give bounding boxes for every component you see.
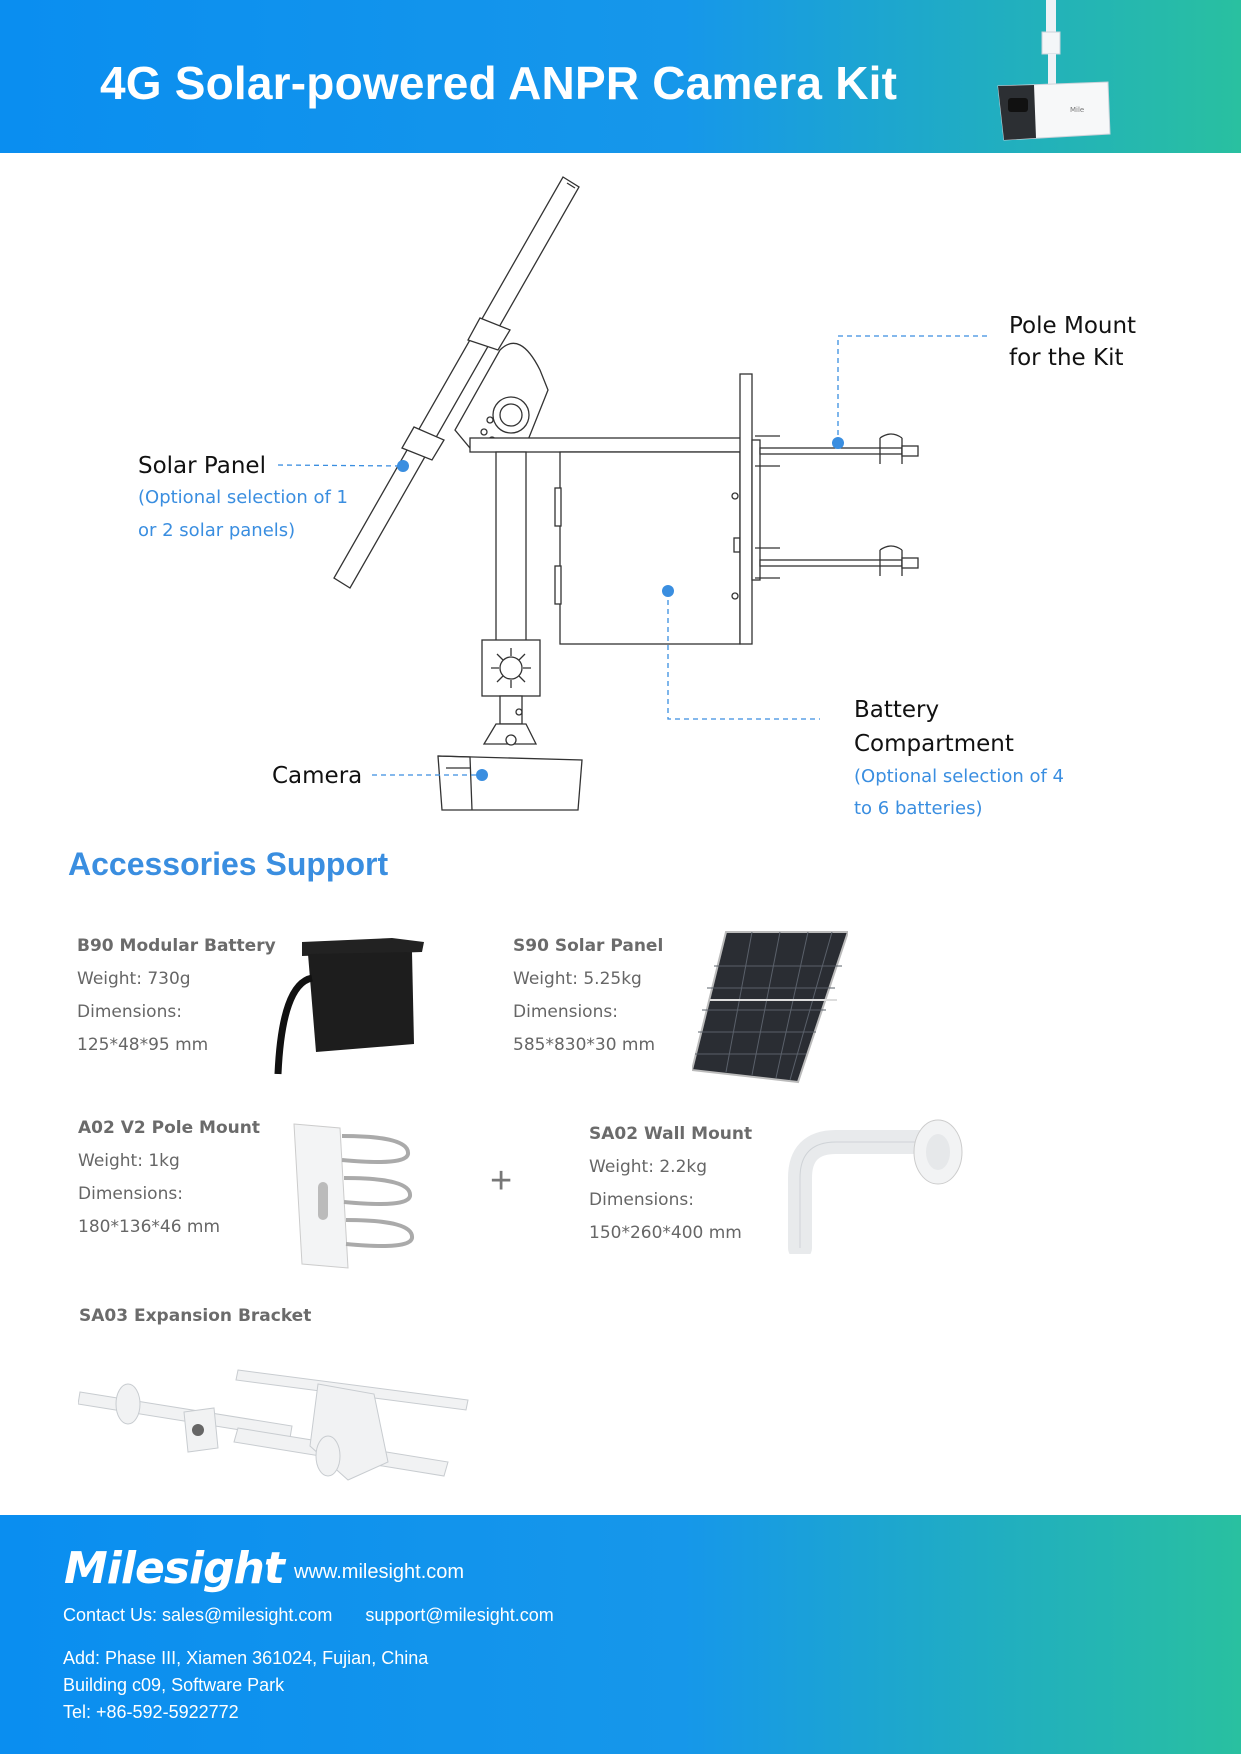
- expansion-bracket-product-image: [78, 1369, 469, 1481]
- accessory-dims: 150*260*400 mm: [589, 1223, 742, 1243]
- support-email-link[interactable]: support@milesight.com: [365, 1605, 554, 1625]
- accessory-a02-pole-mount: A02 V2 Pole Mount Weight: 1kg Dimensions…: [78, 1112, 260, 1244]
- accessories-title: Accessories Support: [68, 846, 389, 882]
- accessory-name: SA02 Wall Mount: [589, 1124, 753, 1144]
- accessory-dim-label: Dimensions:: [513, 1002, 618, 1022]
- website-link[interactable]: www.milesight.com: [294, 1561, 465, 1583]
- accessory-b90-battery: B90 Modular Battery Weight: 730g Dimensi…: [77, 930, 276, 1062]
- accessory-dim-label: Dimensions:: [77, 1002, 182, 1022]
- solar-panel-marker: [397, 460, 409, 472]
- accessory-weight: Weight: 730g: [77, 969, 191, 989]
- telephone: Tel: +86-592-5922772: [63, 1702, 239, 1722]
- solar-panel-note-2: or 2 solar panels): [138, 520, 296, 541]
- solar-panel-label: Solar Panel: [138, 453, 266, 479]
- header-banner: 4G Solar-powered ANPR Camera Kit Mile: [0, 0, 1241, 153]
- accessory-s90-solar-panel: S90 Solar Panel Weight: 5.25kg Dimension…: [513, 930, 663, 1062]
- accessory-name: A02 V2 Pole Mount: [78, 1118, 260, 1138]
- svg-text:Mile: Mile: [1070, 106, 1084, 114]
- solar-panel-note-1: (Optional selection of 1: [138, 487, 348, 508]
- accessory-dims: 585*830*30 mm: [513, 1035, 656, 1055]
- pole-mount-marker: [832, 437, 844, 449]
- battery-marker: [662, 585, 674, 597]
- pole-mount-product-image: [293, 1123, 414, 1269]
- accessory-weight: Weight: 1kg: [78, 1151, 180, 1171]
- contact-line: Contact Us: sales@milesight.com support@…: [63, 1605, 582, 1626]
- accessory-name: S90 Solar Panel: [513, 936, 664, 956]
- accessory-dim-label: Dimensions:: [78, 1184, 183, 1204]
- plus-sign: +: [490, 1160, 513, 1202]
- accessory-dims: 125*48*95 mm: [77, 1035, 209, 1055]
- pole-mount-label-2: for the Kit: [1009, 345, 1124, 371]
- camera-drawing: [437, 755, 583, 811]
- accessory-dim-label: Dimensions:: [589, 1190, 694, 1210]
- camera-label: Camera: [272, 763, 363, 789]
- address-line-1: Add: Phase III, Xiamen 361024, Fujian, C…: [63, 1648, 429, 1668]
- battery-product-image: [274, 938, 424, 1075]
- footer: Milesight I www.milesight.com Contact Us…: [0, 1515, 1241, 1754]
- camera-product-image: Mile: [997, 0, 1111, 141]
- sales-email-link[interactable]: Contact Us: sales@milesight.com: [63, 1605, 333, 1625]
- accessory-weight: Weight: 5.25kg: [513, 969, 642, 989]
- battery-label-1: Battery: [854, 697, 940, 723]
- address-line-2: Building c09, Software Park: [63, 1675, 285, 1695]
- panel-bracket-drawing: [454, 342, 549, 449]
- junction-box-drawing: [481, 639, 541, 746]
- footer-separator: I: [266, 1559, 272, 1581]
- address-block: Add: Phase III, Xiamen 361024, Fujian, C…: [63, 1645, 428, 1726]
- accessory-name: SA03 Expansion Bracket: [79, 1306, 312, 1326]
- camera-marker: [476, 769, 488, 781]
- page-title: 4G Solar-powered ANPR Camera Kit: [100, 57, 898, 109]
- accessory-sa03-expansion-bracket: SA03 Expansion Bracket: [79, 1300, 311, 1333]
- milesight-logo: Milesight: [64, 1543, 285, 1594]
- pole-mount-drawing: [755, 433, 919, 579]
- battery-label-2: Compartment: [854, 731, 1014, 757]
- accessory-name: B90 Modular Battery: [77, 936, 276, 956]
- kit-diagram: [277, 176, 987, 811]
- accessory-sa02-wall-mount: SA02 Wall Mount Weight: 2.2kg Dimensions…: [589, 1118, 752, 1250]
- accessory-dims: 180*136*46 mm: [78, 1217, 221, 1237]
- wall-mount-product-image: [788, 1119, 963, 1254]
- battery-note-2: to 6 batteries): [854, 798, 983, 819]
- battery-note-1: (Optional selection of 4: [854, 766, 1064, 787]
- pole-mount-label-1: Pole Mount: [1009, 313, 1137, 339]
- solar-panel-product-image: [692, 931, 848, 1084]
- accessory-weight: Weight: 2.2kg: [589, 1157, 708, 1177]
- solar-panel-drawing: [333, 176, 580, 589]
- battery-box-drawing: [554, 451, 741, 645]
